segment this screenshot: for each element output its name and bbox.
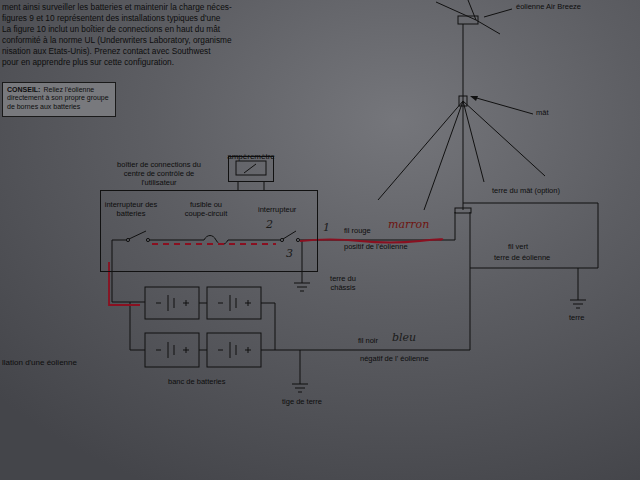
- battery-cell: [156, 295, 189, 311]
- marker-dashes: [152, 243, 276, 245]
- turbine-blade: [436, 0, 500, 34]
- battery-cell: [156, 342, 189, 358]
- ammeter-wire: [264, 182, 265, 190]
- ground-label: tige de terre: [282, 398, 322, 407]
- battery-symbol: [207, 333, 261, 367]
- component-label: interrupteur: [258, 206, 296, 215]
- mast: [463, 24, 464, 210]
- body-text: pour en apprendre plus sur cette configu…: [2, 58, 174, 68]
- ground-rod-symbol: [292, 350, 308, 392]
- battery-cell: [218, 295, 251, 311]
- ammeter-dial: [236, 161, 266, 175]
- positive-wire: [300, 212, 455, 240]
- tip-box: CONSEIL:Reliez l'éolienne directement à …: [2, 82, 116, 117]
- battery-symbol: [145, 287, 199, 319]
- body-text: ment ainsi surveiller les batteries et m…: [2, 3, 232, 13]
- switch-contact: [146, 238, 149, 241]
- part-label: mât: [536, 109, 549, 118]
- handwritten-note: marron: [388, 219, 429, 232]
- battery-feed-wire: [112, 240, 145, 302]
- body-text: conformité à la norme UL (Underwriters L…: [2, 36, 232, 46]
- battery-cell: [218, 342, 251, 358]
- node-heading: boîtier de connections du centre de cont…: [107, 160, 211, 187]
- part-label: éolienne Air Breeze: [516, 3, 581, 12]
- component-label: fusible ou coupe-circuit: [179, 201, 233, 218]
- ammeter-needle: [244, 164, 256, 173]
- battery-symbol: [145, 333, 199, 367]
- wire-label: terre de éolienne: [494, 254, 550, 263]
- switch-contact: [296, 238, 299, 241]
- figure-caption: llation d'une éolienne: [2, 358, 77, 367]
- negative-wire: [261, 212, 470, 350]
- ammeter-box: ampèremètre: [228, 156, 274, 182]
- node-heading: CONSEIL:: [7, 86, 40, 93]
- battery-wire: [130, 302, 275, 350]
- connector-wire: [238, 182, 239, 190]
- marker-line: [109, 262, 140, 305]
- leader-line: [473, 97, 533, 114]
- marker-line: [300, 239, 443, 242]
- switch-lever: [129, 231, 146, 239]
- ground-label: terre: [569, 314, 584, 323]
- wire-label: fil noir: [358, 337, 378, 346]
- mast-ground-wire: [463, 203, 598, 308]
- callout-number: 3: [286, 248, 293, 261]
- body-text: nisation aux Etats-Unis). Prenez contact…: [2, 47, 210, 57]
- wire-label: fil rouge: [344, 227, 371, 236]
- body-text: figures 9 et 10 représentent des install…: [2, 14, 220, 24]
- leader-arrowhead: [470, 96, 478, 101]
- battery-symbol: [207, 287, 261, 319]
- wire-label: positif de l'éolienne: [344, 243, 408, 252]
- wire-label: négatif de l' éolienne: [360, 355, 429, 364]
- leader-line: [484, 9, 512, 17]
- component-label: interrupteur des batteries: [103, 201, 159, 218]
- callout-number: 2: [266, 219, 273, 232]
- handwritten-note: bleu: [392, 332, 416, 345]
- ground-label: terre du châssis: [320, 275, 366, 292]
- body-text: La figure 10 inclut un boîtier de connec…: [2, 25, 220, 35]
- mast-base: [455, 208, 471, 213]
- wire-label: terre du mât (option): [492, 187, 560, 196]
- wire-label: fil vert: [508, 243, 528, 252]
- part-label: banc de batteries: [168, 378, 226, 387]
- node-heading: ampèremètre: [227, 153, 275, 162]
- switch-lever: [283, 231, 296, 239]
- circuit-wire: [112, 236, 280, 245]
- callout-number: 1: [323, 222, 330, 235]
- chassis-ground-symbol: [294, 240, 310, 291]
